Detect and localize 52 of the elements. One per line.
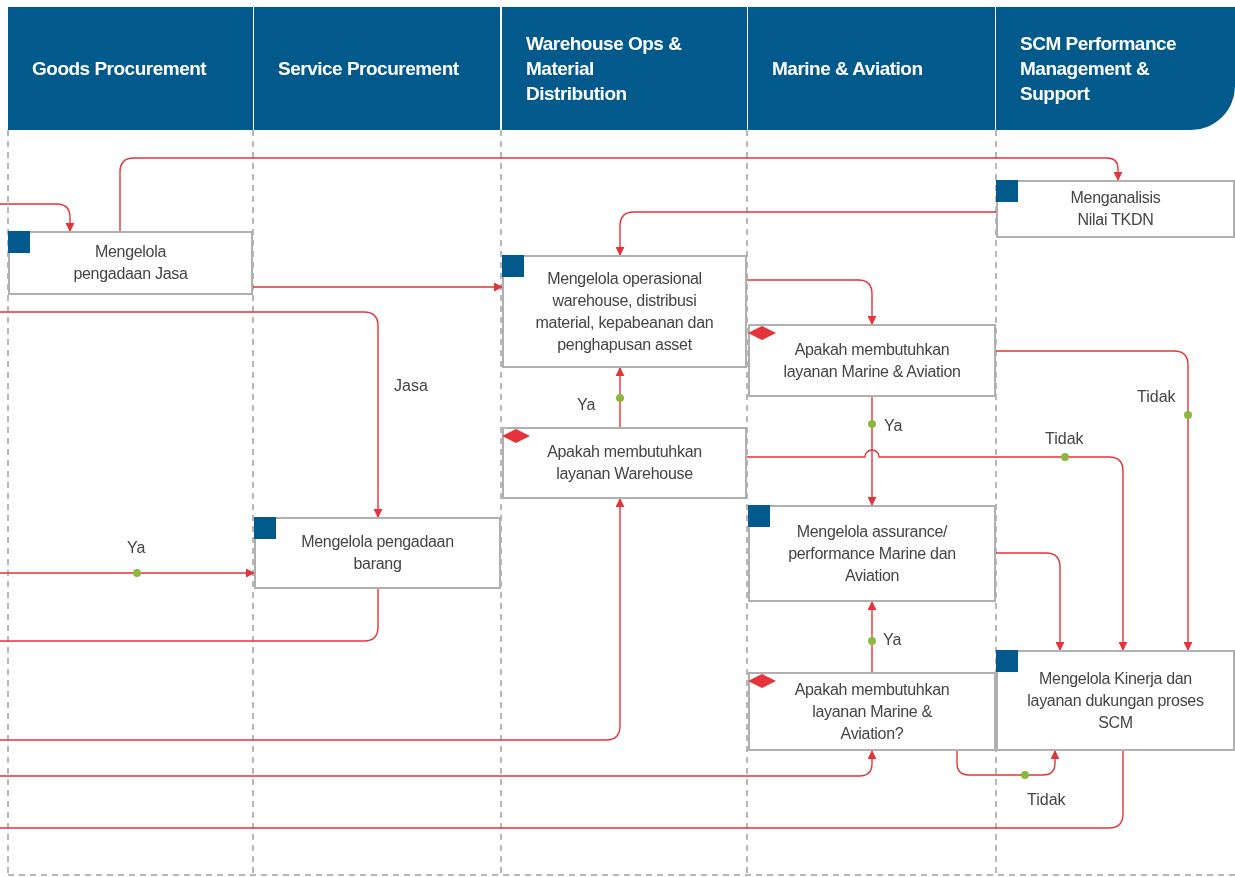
connector-arrow [867,601,877,673]
box-label: Apakah membutuhkan layanan Marine & Aviation? [793,679,951,744]
box-label: Mengelola Kinerja dan layanan dukungan proses SCM [1026,668,1205,733]
connector-arrow [995,350,1193,651]
connector-arrow [615,367,625,428]
box-label: Menganalisis Nilai TKDN [1069,188,1162,230]
edge-label: Tidak [1137,387,1176,407]
edge-label: Ya [127,538,146,558]
connector-arrow [0,311,383,518]
edge-label: Ya [883,630,902,650]
process-box [502,255,747,368]
lane-header [254,7,500,130]
decision-box [748,324,996,397]
box-label: Mengelola pengadaan barang [300,532,455,574]
connector-arrow [252,282,503,292]
connector-arrow [0,568,255,578]
lane-title: Goods Procurement [32,57,207,81]
connector-arrow [867,396,877,506]
lane-header [748,7,995,130]
lane-title: Service Procurement [278,57,459,81]
lane-header [502,7,747,130]
box-label: Apakah membutuhkan layanan Marine & Aviation [782,339,962,382]
lane-title: Warehouse Ops & Material Distribution [526,32,683,106]
decision-box [502,427,747,499]
edge-label: Tidak [1027,790,1066,810]
connector-arrow [615,211,997,256]
connector-arrow [0,498,625,741]
process-box [8,231,253,295]
edge-label: Ya [577,395,596,415]
process-box [748,505,996,602]
connector-arrow [995,552,1065,651]
connector-arrow [119,157,1123,232]
box-label: Mengelola pengadaan Jasa [72,242,189,284]
decision-box [748,672,996,751]
lane-title: Marine & Aviation [772,57,923,81]
lane-title: SCM Performance Management & Support [1020,32,1178,106]
lane-header [996,7,1235,130]
box-label: Apakah membutuhkan layanan Warehouse [546,442,703,484]
process-box [996,650,1235,751]
process-box [996,180,1235,238]
edge-label: Tidak [1045,429,1084,449]
box-label: Mengelola operasional warehouse, distribusi material, kepabeanan dan penghapusan asset [534,268,715,355]
connector-arrow [956,750,1060,776]
connector-arrow [746,449,1128,651]
edge-label: Ya [884,416,903,436]
edge-label: Jasa [394,376,428,396]
connector-arrow [746,279,877,325]
lane-header [8,7,253,130]
box-label: Mengelola assurance/ performance Marine dan Aviation [787,521,957,586]
process-box [254,517,501,589]
connector-arrow [0,203,75,232]
connector-arrow [0,750,877,777]
